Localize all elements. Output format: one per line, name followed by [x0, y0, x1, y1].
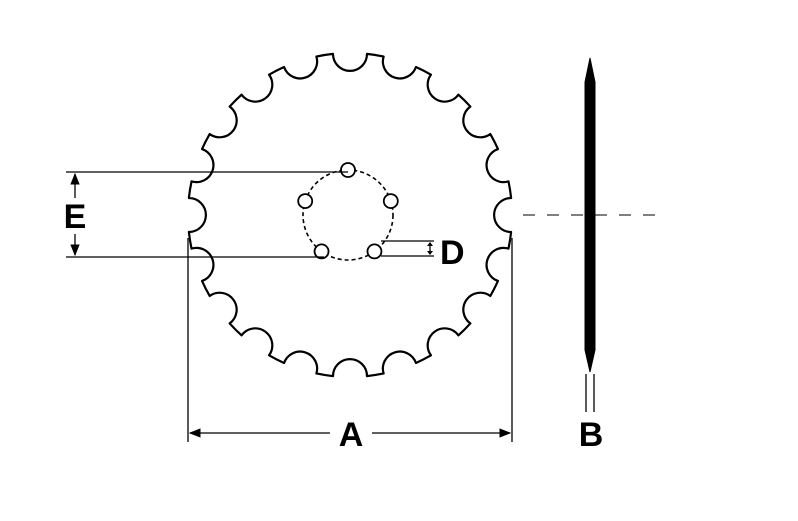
dimension-e-label: E	[64, 198, 87, 236]
bolt-hole	[297, 193, 314, 209]
dimension-a-label: A	[339, 416, 364, 454]
blade-side-profile	[584, 57, 596, 373]
notched-disc-outline	[187, 52, 513, 378]
dimension-d-label: D	[440, 234, 465, 272]
bolt-hole	[340, 162, 356, 178]
bolt-hole	[366, 243, 383, 260]
bolt-hole	[313, 243, 330, 260]
dimension-b-label: B	[579, 416, 604, 454]
bolt-hole	[382, 193, 399, 209]
bolt-holes	[297, 162, 399, 260]
dimension-d-arrowheads	[427, 242, 433, 255]
